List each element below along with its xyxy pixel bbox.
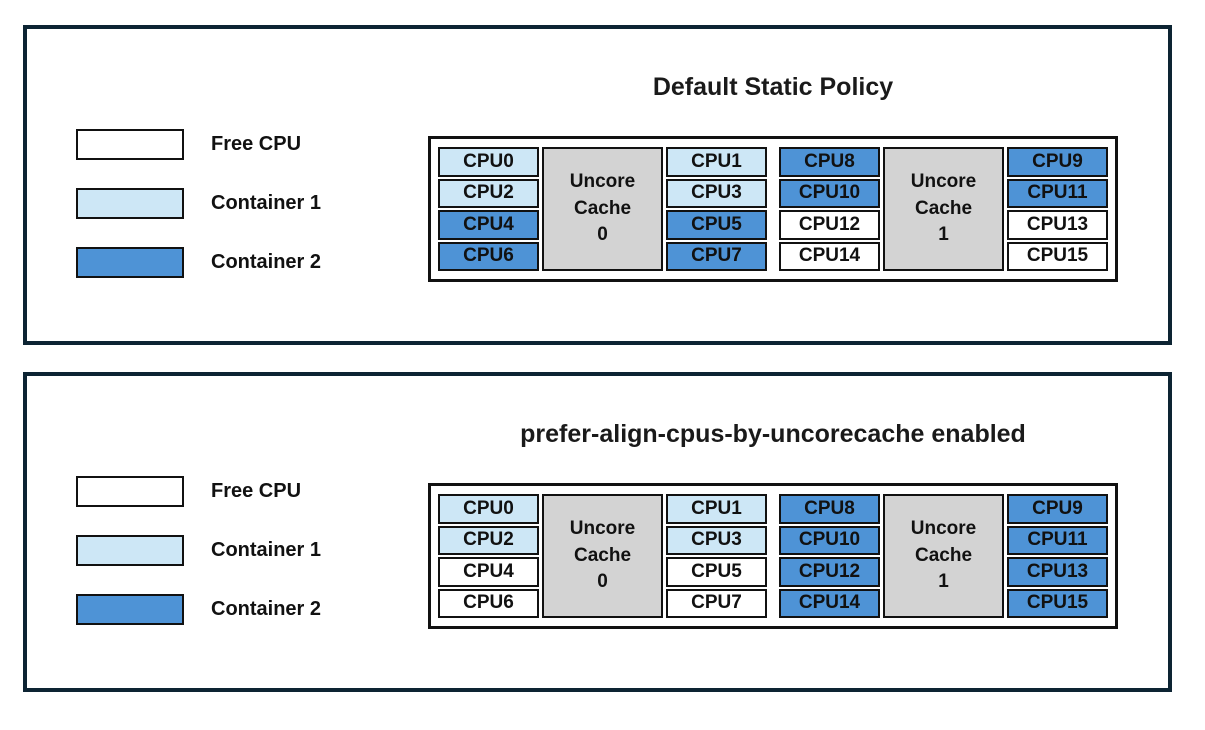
cpu-cell-cpu9: CPU9 [1007, 147, 1108, 177]
cpu-cell-cpu1: CPU1 [666, 494, 767, 524]
cpu-column-left: CPU8 CPU10 CPU12 CPU14 [779, 147, 880, 271]
uncore-cache-1-group: CPU8 CPU10 CPU12 CPU14 Uncore Cache 1 CP… [779, 147, 1108, 271]
cpu-cell-cpu4: CPU4 [438, 210, 539, 240]
panel-title: Default Static Policy [652, 73, 894, 101]
legend-swatch-container-1 [76, 535, 184, 566]
cpu-topology-diagram: CPU0 CPU2 CPU4 CPU6 Uncore Cache 0 CPU1 … [428, 136, 1118, 282]
legend-row-container-2: Container 2 [76, 247, 321, 278]
cpu-cell-cpu14: CPU14 [779, 588, 880, 618]
cpu-cell-cpu8: CPU8 [779, 494, 880, 524]
cpu-column-right: CPU1 CPU3 CPU5 CPU7 [666, 147, 767, 271]
legend-swatch-free-cpu [76, 129, 184, 160]
legend-label: Free CPU [211, 133, 302, 155]
legend-row-container-2: Container 2 [76, 594, 321, 625]
cpu-column-left: CPU0 CPU2 CPU4 CPU6 [438, 147, 539, 271]
legend: Free CPU Container 1 Container 2 [76, 129, 321, 278]
uncore-cache-0-cell: Uncore Cache 0 [542, 494, 663, 618]
cpu-cell-cpu9: CPU9 [1007, 494, 1108, 524]
uncore-cache-1-cell: Uncore Cache 1 [883, 494, 1004, 618]
cpu-cell-cpu4: CPU4 [438, 557, 539, 587]
uncore-cache-0-cell: Uncore Cache 0 [542, 147, 663, 271]
cpu-cell-cpu2: CPU2 [438, 178, 539, 208]
uncore-cache-0-group: CPU0 CPU2 CPU4 CPU6 Uncore Cache 0 CPU1 … [438, 494, 767, 618]
cpu-cell-cpu5: CPU5 [666, 557, 767, 587]
legend-swatch-container-2 [76, 247, 184, 278]
legend-row-container-1: Container 1 [76, 188, 321, 219]
legend-row-free-cpu: Free CPU [76, 129, 321, 160]
legend-label: Container 1 [211, 192, 322, 214]
cpu-column-left: CPU8 CPU10 CPU12 CPU14 [779, 494, 880, 618]
cpu-cell-cpu2: CPU2 [438, 525, 539, 555]
cpu-cell-cpu13: CPU13 [1007, 210, 1108, 240]
cpu-column-right: CPU9 CPU11 CPU13 CPU15 [1007, 147, 1108, 271]
legend-label: Free CPU [211, 480, 302, 502]
cpu-column-right: CPU1 CPU3 CPU5 CPU7 [666, 494, 767, 618]
legend-label: Container 1 [211, 539, 322, 561]
legend-label: Container 2 [211, 251, 322, 273]
cpu-cell-cpu15: CPU15 [1007, 241, 1108, 271]
cpu-cell-cpu13: CPU13 [1007, 557, 1108, 587]
cpu-cell-cpu12: CPU12 [779, 210, 880, 240]
cpu-cell-cpu7: CPU7 [666, 588, 767, 618]
cpu-cell-cpu5: CPU5 [666, 210, 767, 240]
cpu-cell-cpu0: CPU0 [438, 147, 539, 177]
legend-swatch-free-cpu [76, 476, 184, 507]
cpu-cell-cpu0: CPU0 [438, 494, 539, 524]
cpu-cell-cpu15: CPU15 [1007, 588, 1108, 618]
panel-prefer-align-enabled: prefer-align-cpus-by-uncorecache enabled… [23, 372, 1172, 692]
uncore-cache-1-cell: Uncore Cache 1 [883, 147, 1004, 271]
uncore-cache-1-group: CPU8 CPU10 CPU12 CPU14 Uncore Cache 1 CP… [779, 494, 1108, 618]
cpu-cell-cpu3: CPU3 [666, 525, 767, 555]
panel-default-static-policy: Default Static Policy Free CPU Container… [23, 25, 1172, 345]
cpu-cell-cpu6: CPU6 [438, 588, 539, 618]
cpu-column-right: CPU9 CPU11 CPU13 CPU15 [1007, 494, 1108, 618]
cpu-cell-cpu12: CPU12 [779, 557, 880, 587]
legend: Free CPU Container 1 Container 2 [76, 476, 321, 625]
uncore-cache-0-group: CPU0 CPU2 CPU4 CPU6 Uncore Cache 0 CPU1 … [438, 147, 767, 271]
cpu-cell-cpu14: CPU14 [779, 241, 880, 271]
cpu-cell-cpu11: CPU11 [1007, 525, 1108, 555]
legend-row-free-cpu: Free CPU [76, 476, 321, 507]
legend-label: Container 2 [211, 598, 322, 620]
panel-title: prefer-align-cpus-by-uncorecache enabled [520, 420, 1026, 448]
legend-row-container-1: Container 1 [76, 535, 321, 566]
legend-swatch-container-1 [76, 188, 184, 219]
cpu-cell-cpu10: CPU10 [779, 178, 880, 208]
cpu-cell-cpu6: CPU6 [438, 241, 539, 271]
legend-swatch-container-2 [76, 594, 184, 625]
cpu-cell-cpu8: CPU8 [779, 147, 880, 177]
cpu-cell-cpu11: CPU11 [1007, 178, 1108, 208]
cpu-topology-diagram: CPU0 CPU2 CPU4 CPU6 Uncore Cache 0 CPU1 … [428, 483, 1118, 629]
cpu-cell-cpu10: CPU10 [779, 525, 880, 555]
cpu-column-left: CPU0 CPU2 CPU4 CPU6 [438, 494, 539, 618]
cpu-cell-cpu3: CPU3 [666, 178, 767, 208]
cpu-cell-cpu1: CPU1 [666, 147, 767, 177]
cpu-cell-cpu7: CPU7 [666, 241, 767, 271]
